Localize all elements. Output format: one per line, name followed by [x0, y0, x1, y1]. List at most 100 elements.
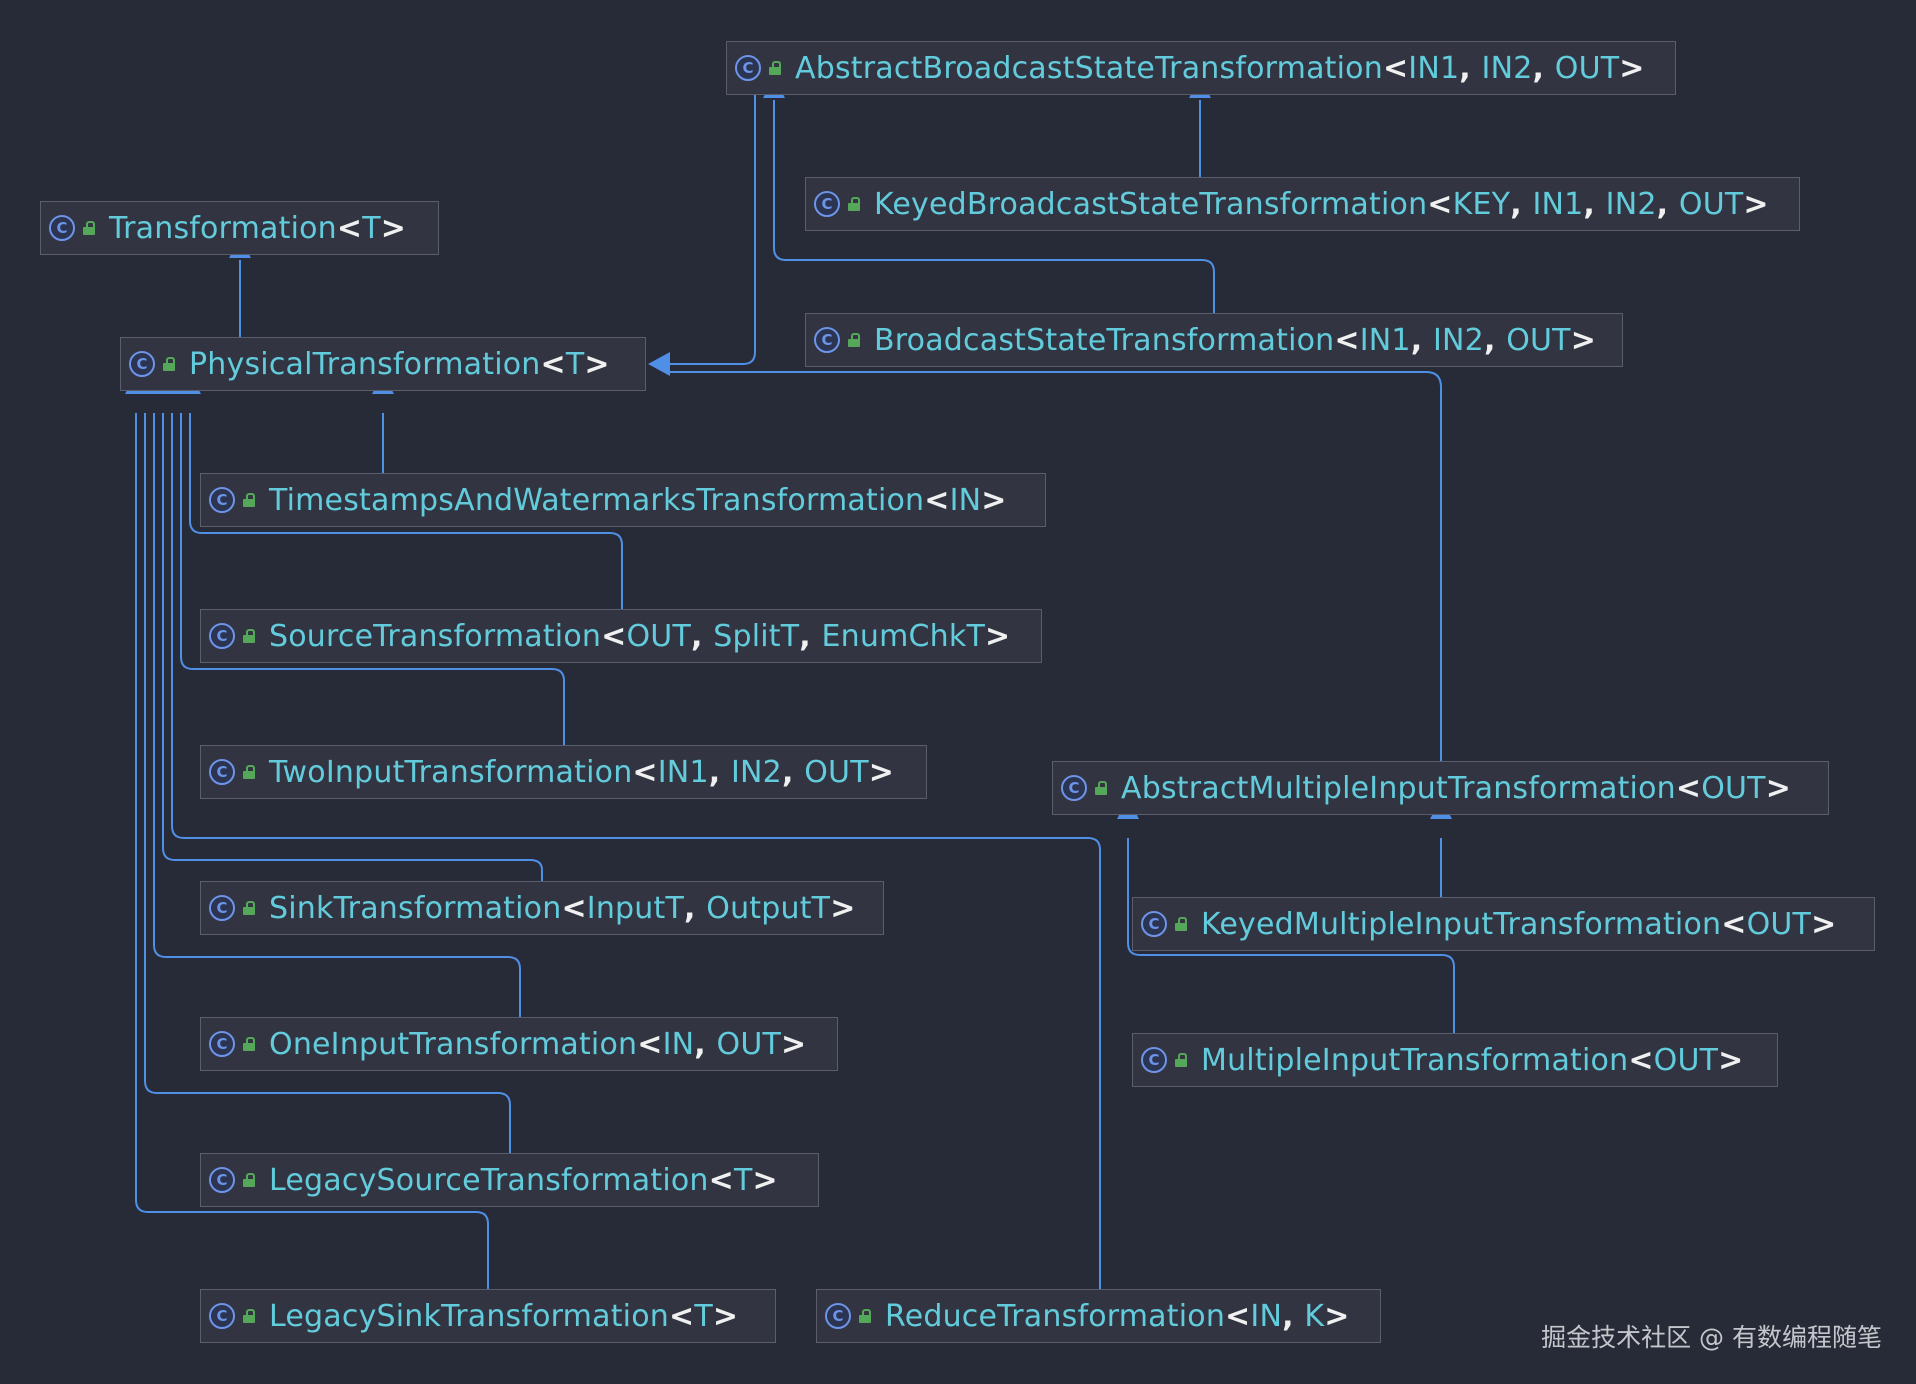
- class-node-legacy-source[interactable]: C LegacySourceTransformation<T>: [200, 1153, 819, 1207]
- class-name: AbstractBroadcastStateTransformation<IN1…: [795, 51, 1645, 86]
- class-name: MultipleInputTransformation<OUT>: [1201, 1043, 1744, 1078]
- class-node-keyed-multiple[interactable]: C KeyedMultipleInputTransformation<OUT>: [1132, 897, 1875, 951]
- lock-icon: [1095, 781, 1107, 795]
- watermark: 掘金技术社区 @ 有数编程随笔: [1541, 1323, 1882, 1352]
- edge-legacy-source-to-physical: [144, 413, 511, 1153]
- class-name: TwoInputTransformation<IN1, IN2, OUT>: [269, 755, 894, 790]
- class-name-base: ReduceTransformation: [885, 1298, 1226, 1334]
- generic-params: T: [733, 1162, 753, 1198]
- class-c-icon: C: [49, 215, 75, 241]
- class-c-icon: C: [825, 1303, 851, 1329]
- generic-close-bracket: >: [1811, 906, 1837, 942]
- generic-close-bracket: >: [981, 482, 1007, 518]
- class-name-base: KeyedBroadcastStateTransformation: [874, 186, 1428, 222]
- generic-open-bracket: <: [668, 1298, 695, 1334]
- generic-close-bracket: >: [1619, 50, 1645, 86]
- generic-close-bracket: >: [1324, 1298, 1350, 1334]
- generic-params: OUT: [1653, 1042, 1719, 1078]
- lock-icon: [243, 629, 255, 643]
- lock-icon: [83, 221, 95, 235]
- lock-icon: [859, 1309, 871, 1323]
- generic-params: IN1, IN2, OUT: [1359, 322, 1571, 358]
- edge-two-input-to-physical: [180, 413, 565, 745]
- generic-close-bracket: >: [781, 1026, 807, 1062]
- edge-legacy-sink-to-physical: [135, 413, 489, 1289]
- generic-open-bracket: <: [540, 346, 566, 382]
- class-name-base: LegacySourceTransformation: [269, 1162, 709, 1198]
- edge-abstract-broadcast-to-physical: [669, 95, 756, 365]
- generic-open-bracket: <: [601, 618, 627, 654]
- edge-multiple-input-to-abstract-multiple: [1127, 838, 1455, 1033]
- lock-icon: [163, 357, 175, 371]
- generic-params: IN1, IN2, OUT: [657, 754, 869, 790]
- class-node-one-input[interactable]: C OneInputTransformation<IN, OUT>: [200, 1017, 838, 1071]
- class-name: TimestampsAndWatermarksTransformation<IN…: [269, 483, 1007, 518]
- class-c-icon: C: [814, 191, 840, 217]
- class-name: LegacySinkTransformation<T>: [269, 1299, 738, 1334]
- generic-close-bracket: >: [984, 618, 1011, 654]
- generic-open-bracket: <: [1675, 770, 1702, 806]
- class-name: PhysicalTransformation<T>: [189, 347, 610, 382]
- class-name: Transformation<T>: [109, 211, 406, 246]
- edge-reduce-to-physical: [171, 413, 1101, 1289]
- class-node-transformation[interactable]: C Transformation<T>: [40, 201, 439, 255]
- class-name-base: BroadcastStateTransformation: [874, 322, 1335, 358]
- class-c-icon: C: [209, 1303, 235, 1329]
- class-name-base: SinkTransformation: [269, 890, 562, 926]
- class-name: OneInputTransformation<IN, OUT>: [269, 1027, 806, 1062]
- class-c-icon: C: [209, 1167, 235, 1193]
- generic-close-bracket: >: [380, 210, 407, 246]
- lock-icon: [848, 197, 860, 211]
- generic-params: InputT, OutputT: [586, 890, 831, 926]
- generic-open-bracket: <: [632, 754, 658, 790]
- edge-sink-to-physical: [162, 413, 543, 881]
- class-c-icon: C: [209, 623, 235, 649]
- class-name-base: Transformation: [109, 210, 337, 246]
- class-c-icon: C: [209, 895, 235, 921]
- class-c-icon: C: [814, 327, 840, 353]
- class-node-legacy-sink[interactable]: C LegacySinkTransformation<T>: [200, 1289, 776, 1343]
- generic-params: T: [362, 210, 381, 246]
- lock-icon: [243, 493, 255, 507]
- generic-open-bracket: <: [637, 1026, 663, 1062]
- class-name: KeyedMultipleInputTransformation<OUT>: [1201, 907, 1836, 942]
- class-name-base: LegacySinkTransformation: [269, 1298, 669, 1334]
- inheritance-edges: [135, 95, 1455, 1289]
- generic-close-bracket: >: [868, 754, 895, 790]
- lock-icon: [243, 1037, 255, 1051]
- generic-params: IN: [949, 482, 982, 518]
- class-node-abstract-broadcast[interactable]: C AbstractBroadcastStateTransformation<IN…: [726, 41, 1676, 95]
- class-node-keyed-broadcast[interactable]: C KeyedBroadcastStateTransformation<KEY, …: [805, 177, 1800, 231]
- class-name-base: PhysicalTransformation: [189, 346, 541, 382]
- generic-params: KEY, IN1, IN2, OUT: [1452, 186, 1744, 222]
- edge-broadcast-state-to-abstract-broadcast: [773, 100, 1215, 313]
- class-name: LegacySourceTransformation<T>: [269, 1163, 778, 1198]
- class-c-icon: C: [735, 55, 761, 81]
- class-name: SinkTransformation<InputT, OutputT>: [269, 891, 856, 926]
- class-c-icon: C: [1061, 775, 1087, 801]
- generic-close-bracket: >: [584, 346, 610, 382]
- class-name-base: KeyedMultipleInputTransformation: [1201, 906, 1722, 942]
- generic-close-bracket: >: [1765, 770, 1792, 806]
- lock-icon: [1175, 1053, 1187, 1067]
- class-c-icon: C: [1141, 911, 1167, 937]
- generic-open-bracket: <: [336, 210, 363, 246]
- class-name-base: TwoInputTransformation: [269, 754, 633, 790]
- class-c-icon: C: [209, 1031, 235, 1057]
- arrowhead-abstract-broadcast-to-physical: [648, 352, 670, 376]
- class-name: KeyedBroadcastStateTransformation<KEY, I…: [874, 187, 1769, 222]
- generic-params: IN, OUT: [662, 1026, 782, 1062]
- generic-close-bracket: >: [830, 890, 856, 926]
- class-node-sink[interactable]: C SinkTransformation<InputT, OutputT>: [200, 881, 884, 935]
- generic-params: IN1, IN2, OUT: [1408, 50, 1620, 86]
- class-node-broadcast-state[interactable]: C BroadcastStateTransformation<IN1, IN2, …: [805, 313, 1623, 367]
- class-name: BroadcastStateTransformation<IN1, IN2, O…: [874, 323, 1596, 358]
- generic-open-bracket: <: [1721, 906, 1747, 942]
